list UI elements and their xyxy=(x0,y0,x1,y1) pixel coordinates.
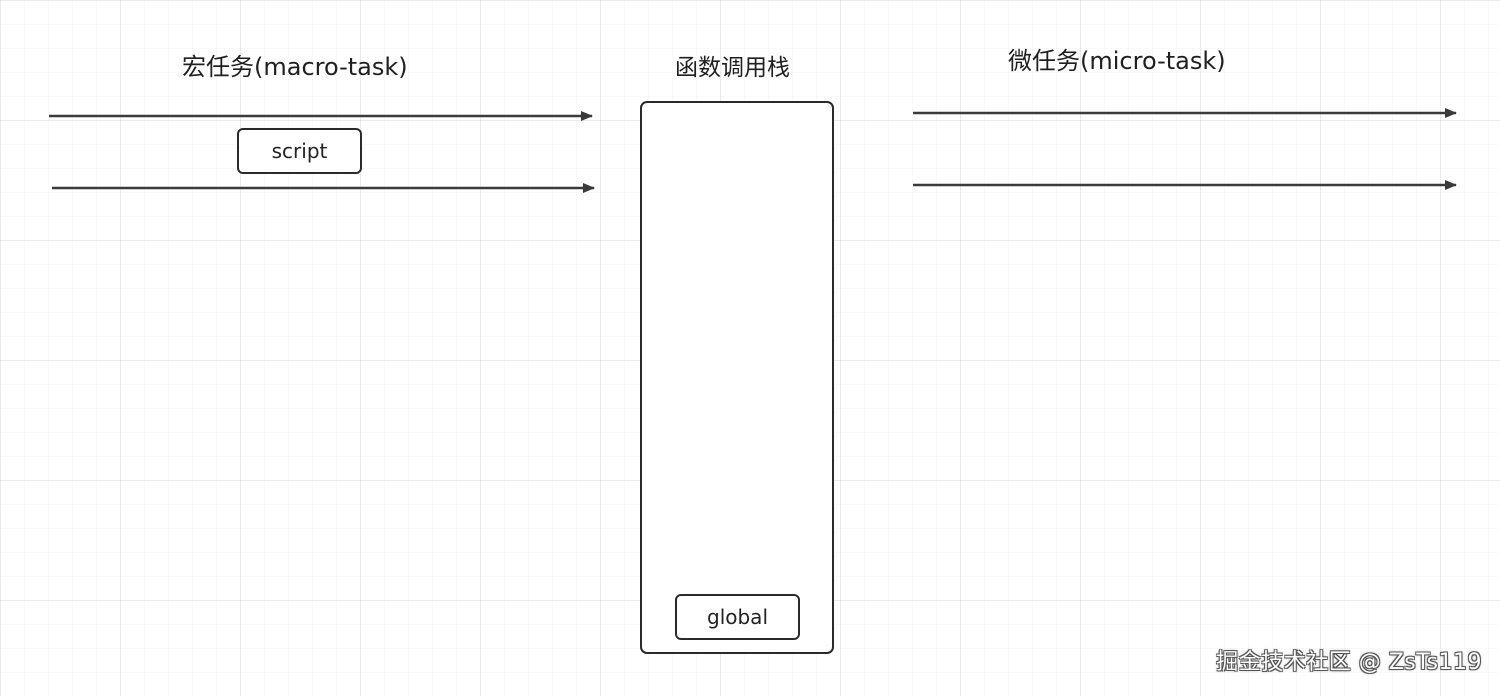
micro-task-title: 微任务(micro-task) xyxy=(1008,47,1226,75)
call-stack-title: 函数调用栈 xyxy=(675,55,790,81)
macro-task-item-script: script xyxy=(237,128,362,174)
watermark: 掘金技术社区 @ ZsTs119 xyxy=(1216,650,1482,675)
call-stack-container xyxy=(640,101,834,654)
call-stack-item-global: global xyxy=(675,594,800,640)
macro-task-title: 宏任务(macro-task) xyxy=(182,53,408,81)
